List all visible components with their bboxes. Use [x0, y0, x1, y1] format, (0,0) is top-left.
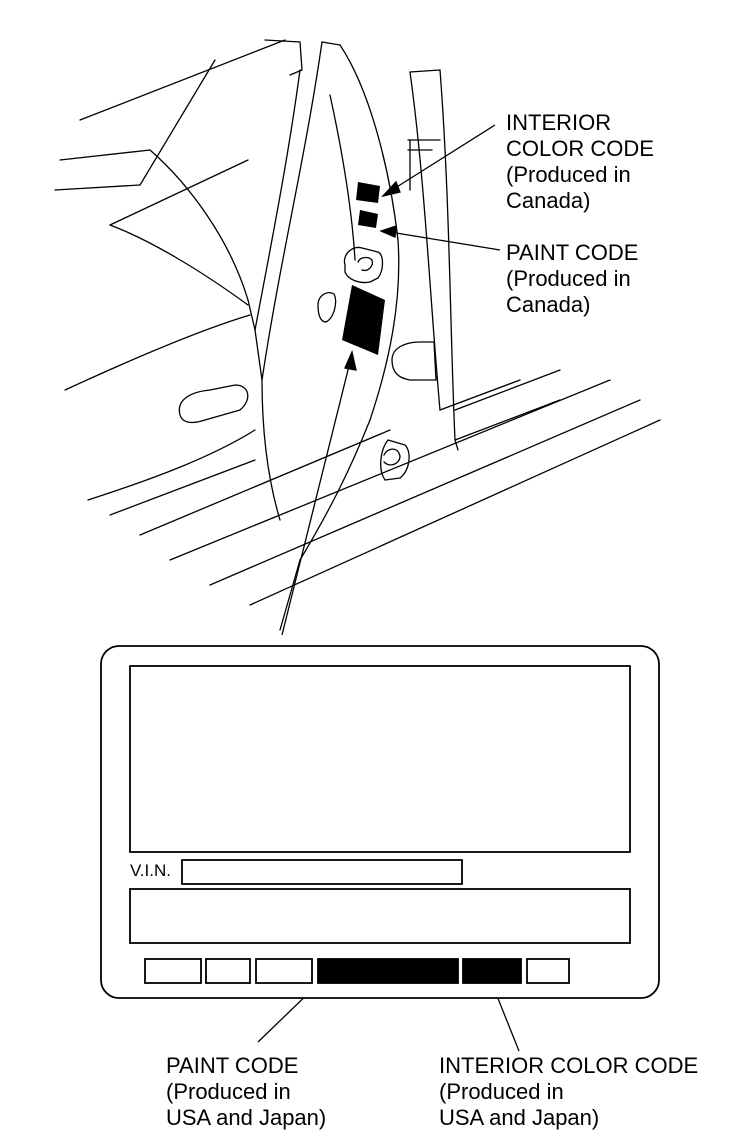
paint-code-label-canada — [358, 210, 378, 228]
callout-line: INTERIOR — [506, 110, 612, 135]
callout-line: (Produced in — [439, 1079, 564, 1104]
label-plate — [100, 645, 660, 999]
callout-line: USA and Japan) — [439, 1105, 600, 1130]
callout-line: (Produced in — [166, 1079, 291, 1104]
vin-field — [181, 859, 463, 885]
callout-line: COLOR CODE — [506, 136, 654, 161]
callout-interior-color-code-usa-japan: INTERIOR COLOR CODE (Produced in USA and… — [439, 1053, 698, 1131]
callout-paint-code-canada: PAINT CODE (Produced in Canada) — [506, 240, 638, 318]
callout-paint-code-usa-japan: PAINT CODE (Produced in USA and Japan) — [166, 1053, 326, 1131]
certification-label-plate — [342, 285, 385, 355]
seat-outline — [54, 39, 286, 501]
front-door-edge — [391, 69, 561, 451]
interior-color-code-label-canada — [356, 182, 380, 203]
pillar-labels — [342, 182, 385, 355]
callout-line: Canada) — [506, 292, 591, 317]
paint-code-box — [317, 958, 459, 984]
door-sill — [109, 379, 661, 606]
callout-line: (Produced in — [506, 162, 631, 187]
callout-line: Canada) — [506, 188, 591, 213]
callout-line: INTERIOR COLOR CODE — [439, 1053, 699, 1078]
vin-label: V.I.N. — [130, 861, 171, 880]
callout-line: (Produced in — [506, 266, 631, 291]
callout-line: PAINT CODE — [166, 1053, 299, 1078]
callout-line: USA and Japan) — [166, 1105, 327, 1130]
door-jamb — [279, 44, 410, 631]
callout-line: PAINT CODE — [506, 240, 639, 265]
b-pillar — [247, 39, 341, 521]
interior-color-code-box — [462, 958, 522, 984]
callout-interior-color-code-canada: INTERIOR COLOR CODE (Produced in Canada) — [506, 110, 654, 214]
